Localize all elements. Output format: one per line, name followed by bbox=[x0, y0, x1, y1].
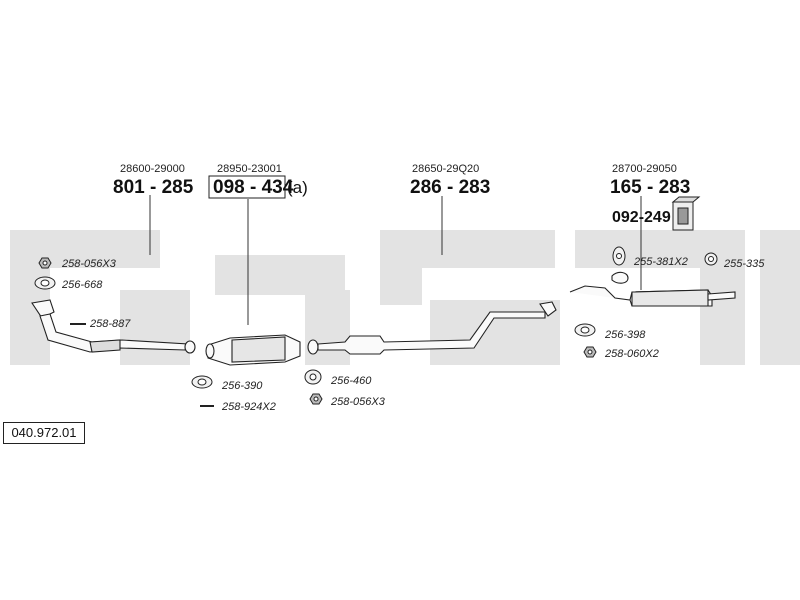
part-number: 801 - 285 bbox=[113, 177, 194, 198]
oem-number: 28950-23001 bbox=[217, 163, 282, 175]
accessory-code: 258-924X2 bbox=[221, 401, 276, 413]
part-number-box bbox=[208, 175, 286, 199]
part-number: 092-249 bbox=[612, 209, 671, 226]
flange-gasket-icon bbox=[191, 375, 213, 389]
catalytic-converter bbox=[205, 334, 301, 366]
brand-watermark bbox=[10, 230, 800, 365]
oem-number: 28650-29Q20 bbox=[412, 163, 479, 175]
intermediate-pipe bbox=[307, 301, 557, 355]
part-number: 286 - 283 bbox=[410, 177, 490, 198]
rear-silencer bbox=[569, 271, 736, 307]
hex-nut-icon bbox=[583, 346, 597, 358]
mounting-bracket-icon bbox=[671, 196, 701, 231]
accessory-code: 258-056X3 bbox=[330, 396, 386, 408]
accessory-code: 258-056X3 bbox=[61, 258, 117, 270]
part-suffix: (a) bbox=[287, 178, 308, 197]
hex-nut-icon bbox=[309, 393, 323, 405]
rubber-ring-icon bbox=[704, 252, 718, 266]
front-pipe bbox=[31, 299, 196, 354]
gasket-icon bbox=[34, 276, 56, 290]
accessory-code: 256-460 bbox=[330, 375, 372, 387]
oem-number: 28600-29000 bbox=[120, 163, 185, 175]
part-number: 098 - 434 bbox=[213, 177, 294, 198]
accessory-code: 255-381X2 bbox=[633, 256, 688, 268]
accessory-code: 256-390 bbox=[221, 380, 263, 392]
accessory-code: 256-398 bbox=[604, 329, 646, 341]
oem-number: 28700-29050 bbox=[612, 163, 677, 175]
rubber-hanger-icon bbox=[612, 246, 626, 266]
flange-gasket-icon bbox=[574, 323, 596, 337]
ring-gasket-icon bbox=[304, 369, 322, 385]
catalog-number: 040.972.01 bbox=[3, 422, 85, 444]
part-number: 165 - 283 bbox=[610, 177, 690, 198]
accessory-code: 255-335 bbox=[723, 258, 765, 270]
accessory-code: 258-060X2 bbox=[604, 348, 659, 360]
accessory-code: 258-887 bbox=[89, 318, 131, 330]
hex-nut-icon bbox=[38, 257, 52, 269]
accessory-code: 256-668 bbox=[61, 279, 103, 291]
